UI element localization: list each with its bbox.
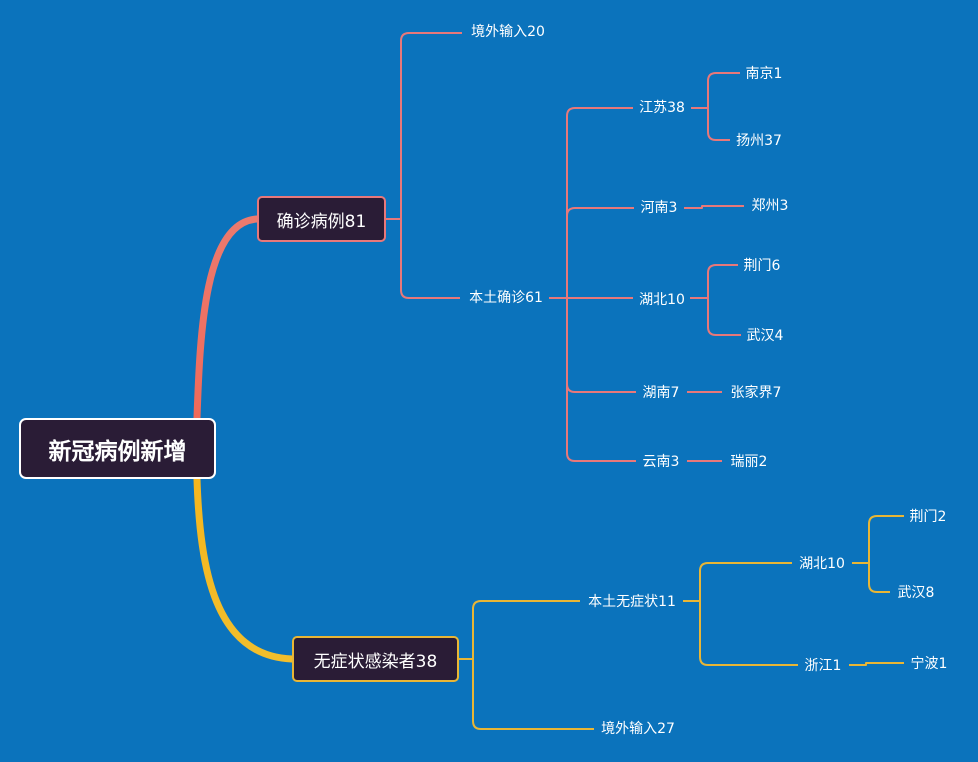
connector-local-jiangsu <box>566 107 633 298</box>
connector-asym-hubei-jingmen <box>868 515 904 563</box>
connector-local-yunnan <box>566 298 636 462</box>
confirmed-node[interactable]: 确诊病例81 <box>257 196 386 242</box>
connector-local-henan <box>566 207 634 298</box>
connector-asym-imported <box>472 659 594 730</box>
connector-asym-hubei <box>699 562 792 601</box>
province-hunan-node[interactable]: 湖南7 <box>642 385 680 401</box>
root-node[interactable]: 新冠病例新增 <box>19 418 216 479</box>
city-ruili-node[interactable]: 瑞丽2 <box>730 454 768 470</box>
asym-local-node[interactable]: 本土无症状11 <box>588 594 676 610</box>
connector-jiangsu-nanjing <box>707 72 740 108</box>
confirmed-imported-node[interactable]: 境外输入20 <box>471 24 545 40</box>
connector-asym-zhejiang-ningbo <box>849 662 904 666</box>
connector-hubei-jingmen <box>707 264 738 298</box>
city-jingmen-node[interactable]: 荆门6 <box>743 258 781 274</box>
connector-hubei-wuhan <box>707 298 741 336</box>
connector-jiangsu-yangzhou <box>707 108 730 141</box>
root-to-confirmed-branch <box>193 215 261 422</box>
city-zhengzhou-node[interactable]: 郑州3 <box>751 198 789 214</box>
asym-city-wuhan-node[interactable]: 武汉8 <box>897 585 935 601</box>
city-zhangjiajie-node[interactable]: 张家界7 <box>730 385 782 401</box>
confirmed-local-node[interactable]: 本土确诊61 <box>469 290 543 306</box>
connector-confirmed-imported <box>400 32 462 219</box>
connector-asym-local <box>472 600 580 659</box>
province-hubei-node[interactable]: 湖北10 <box>639 292 685 308</box>
root-to-asymptomatic-branch <box>193 475 296 663</box>
province-yunnan-node[interactable]: 云南3 <box>642 454 680 470</box>
connector-asym-hubei-wuhan <box>868 563 890 593</box>
city-wuhan-node[interactable]: 武汉4 <box>746 328 784 344</box>
connector-local-hunan <box>566 298 636 393</box>
connector-asym-zhejiang <box>699 601 798 666</box>
city-nanjing-node[interactable]: 南京1 <box>745 66 783 82</box>
asymptomatic-node[interactable]: 无症状感染者38 <box>292 636 459 682</box>
asym-province-zhejiang-node[interactable]: 浙江1 <box>804 658 842 674</box>
asym-city-ningbo-node[interactable]: 宁波1 <box>910 656 948 672</box>
connector-henan-zhengzhou <box>684 205 744 209</box>
province-henan-node[interactable]: 河南3 <box>640 200 678 216</box>
asym-city-jingmen-node[interactable]: 荆门2 <box>909 509 947 525</box>
asym-province-hubei-node[interactable]: 湖北10 <box>799 556 845 572</box>
asym-imported-node[interactable]: 境外输入27 <box>601 721 675 737</box>
connector-confirmed-local <box>400 219 460 299</box>
province-jiangsu-node[interactable]: 江苏38 <box>639 100 685 116</box>
city-yangzhou-node[interactable]: 扬州37 <box>736 133 782 149</box>
